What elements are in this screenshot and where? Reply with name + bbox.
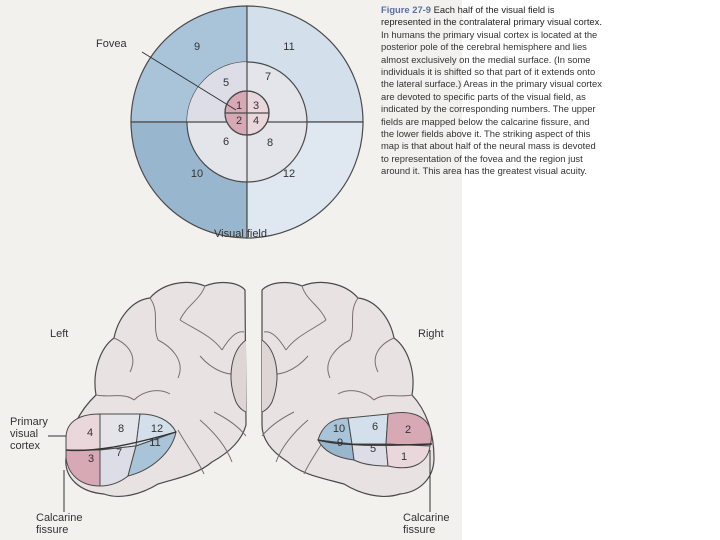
field-number-label: 11 xyxy=(283,41,294,53)
calcarine-fissure-label-left: Calcarine fissure xyxy=(36,512,83,536)
field-number-label: 6 xyxy=(223,136,229,148)
left-area-label: 12 xyxy=(151,423,163,435)
right-area-1 xyxy=(385,443,431,469)
left-area-label: 11 xyxy=(149,437,160,449)
right-area-label: 1 xyxy=(401,451,407,463)
field-number-label: 8 xyxy=(267,137,273,149)
right-area-label: 10 xyxy=(333,423,345,435)
field-number-label: 12 xyxy=(283,168,295,180)
left-calcarine-line xyxy=(65,431,177,452)
primary-visual-cortex-label: Primary visual cortex xyxy=(10,416,48,452)
figure-caption: Figure 27-9 Each half of the visual fiel… xyxy=(381,4,603,178)
field-number-label: 4 xyxy=(253,115,259,127)
visual-field-title: Visual field xyxy=(214,228,267,240)
fovea-pointer-line xyxy=(141,51,237,111)
field-number-label: 9 xyxy=(194,41,200,53)
left-area-label: 7 xyxy=(116,447,122,459)
right-area-6 xyxy=(347,413,389,445)
fovea-label: Fovea xyxy=(96,38,127,50)
left-area-label: 3 xyxy=(88,453,94,465)
left-hemisphere: 4 8 12 3 7 11 xyxy=(48,281,247,512)
left-area-11 xyxy=(127,431,177,477)
right-calcarine-line xyxy=(317,439,433,446)
field-number-label: 2 xyxy=(236,115,242,127)
left-area-label: 4 xyxy=(87,427,93,439)
left-area-3 xyxy=(65,449,101,487)
right-area-label: 6 xyxy=(372,421,378,433)
left-area-4 xyxy=(65,413,101,451)
right-hemisphere-label: Right xyxy=(418,328,444,340)
field-number-label: 1 xyxy=(236,100,242,112)
right-area-label: 5 xyxy=(370,443,376,455)
field-number-label: 3 xyxy=(253,100,259,112)
right-hemisphere: 10 6 2 9 5 1 xyxy=(261,281,435,512)
field-number-label: 10 xyxy=(191,168,203,180)
visual-field-diagram xyxy=(130,5,364,239)
caption-body: In humans the primary visual cortex is l… xyxy=(381,28,602,177)
visual-field-numbers: 9 11 10 12 5 7 6 8 1 3 2 4 xyxy=(191,41,295,180)
right-area-label: 9 xyxy=(337,437,343,449)
right-area-label: 2 xyxy=(405,424,411,436)
left-hemisphere-label: Left xyxy=(50,328,69,340)
left-area-label: 8 xyxy=(118,423,124,435)
figure-label: Figure 27-9 xyxy=(381,4,432,15)
field-number-label: 5 xyxy=(223,77,229,89)
calcarine-fissure-label-right: Calcarine fissure xyxy=(403,512,450,536)
field-number-label: 7 xyxy=(265,71,271,83)
caption-lead: Each half of the visual field is represe… xyxy=(381,4,602,28)
